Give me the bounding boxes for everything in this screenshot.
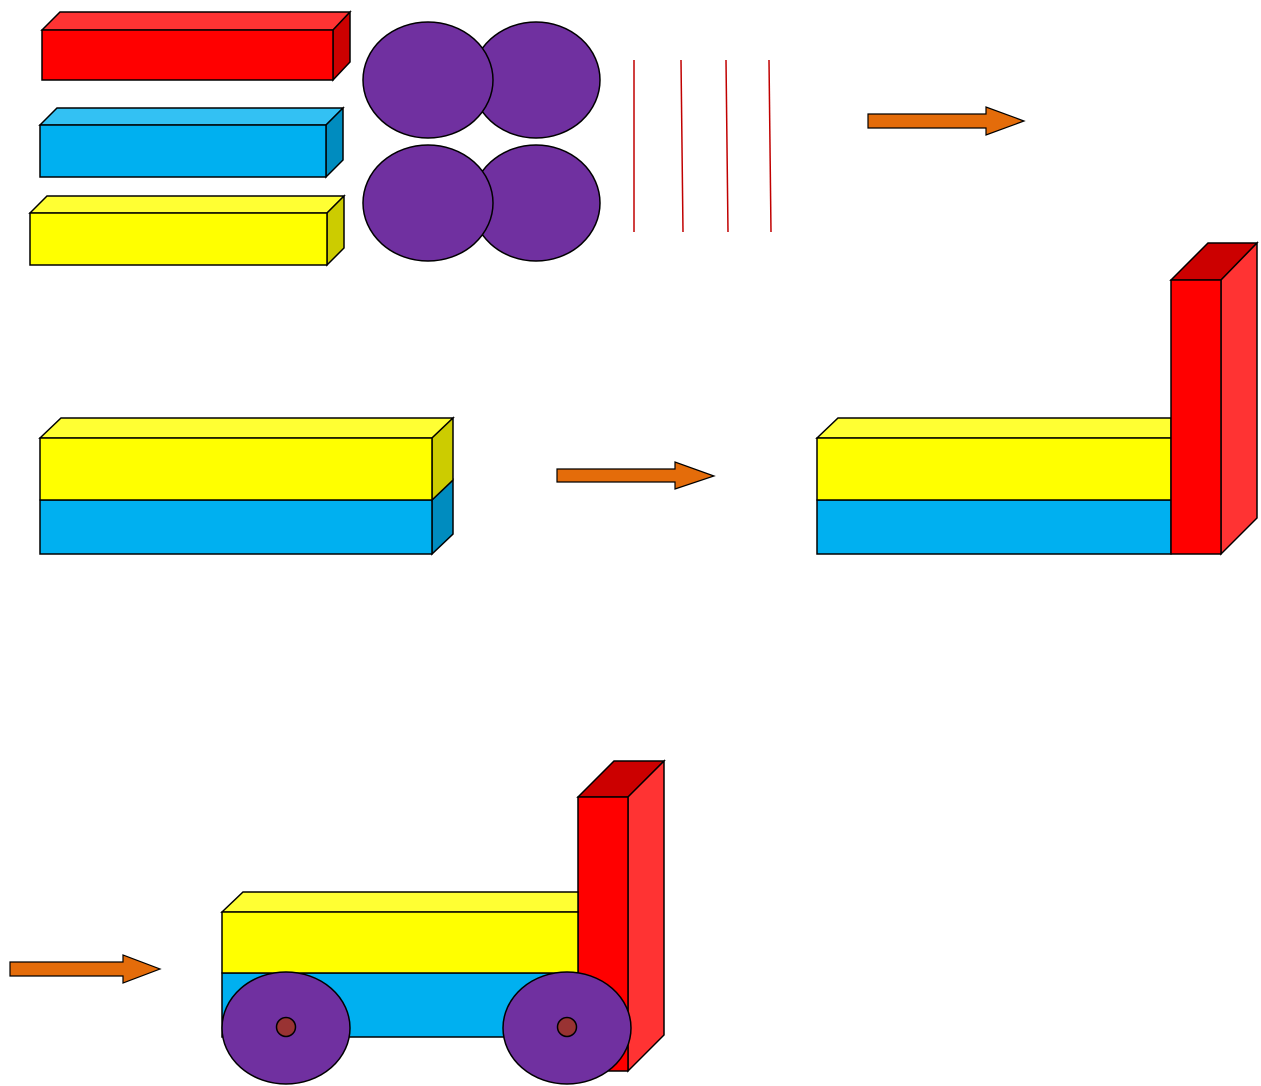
red-block-top xyxy=(40,11,352,31)
yellow-block-front xyxy=(816,437,1172,501)
blue-block xyxy=(38,106,345,179)
yellow-block xyxy=(38,416,455,502)
blue-block-front xyxy=(816,499,1172,555)
yellow-block-top xyxy=(38,417,455,439)
red-block-front xyxy=(1170,279,1222,555)
axle-stick xyxy=(768,59,772,233)
step-stack xyxy=(38,416,455,556)
wheels xyxy=(362,21,601,262)
yellow-block-top xyxy=(815,417,1172,439)
yellow-block-top xyxy=(28,195,346,214)
arrow-right-icon xyxy=(9,954,162,984)
step-add-upright xyxy=(815,241,1259,556)
step-finished-cart xyxy=(220,759,666,1085)
yellow-block xyxy=(28,194,346,267)
red-block xyxy=(40,10,352,82)
arrow-right-icon xyxy=(867,106,1026,136)
wheel xyxy=(362,21,494,139)
red-block-side xyxy=(1220,241,1258,556)
blue-block xyxy=(39,478,454,556)
axle-cap xyxy=(556,1016,578,1038)
yellow-block xyxy=(815,417,1172,501)
red-block-front xyxy=(41,29,334,81)
blue-block-top xyxy=(38,107,345,126)
red-block-side xyxy=(627,759,665,1073)
wheel xyxy=(362,144,494,262)
yellow-block xyxy=(220,891,579,974)
axle-stick xyxy=(680,59,684,233)
blue-block-front xyxy=(39,124,327,178)
axle-stick xyxy=(725,59,729,233)
red-block xyxy=(1169,241,1259,556)
axle-cap xyxy=(275,1016,297,1038)
wheels xyxy=(221,971,632,1085)
yellow-block-front xyxy=(221,911,579,974)
blue-block xyxy=(816,499,1172,555)
axle-sticks xyxy=(633,59,772,233)
arrow-right-icon xyxy=(556,461,716,490)
yellow-block-front xyxy=(29,212,328,266)
yellow-block-top xyxy=(220,891,579,913)
step-parts xyxy=(28,10,772,267)
yellow-block-front xyxy=(39,437,433,501)
blue-block-front xyxy=(39,499,433,555)
